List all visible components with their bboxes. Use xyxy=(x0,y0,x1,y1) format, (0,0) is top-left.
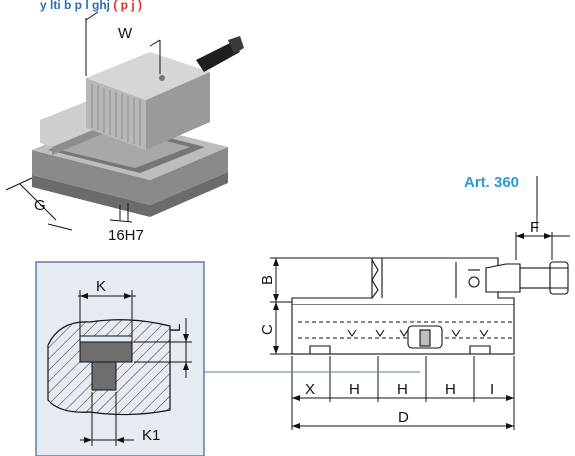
side-screw xyxy=(485,263,521,293)
label-h1: H xyxy=(349,381,360,398)
vise-jaw-block-top xyxy=(86,52,210,100)
label-k1: K1 xyxy=(142,427,160,444)
vise-jaw-block-right xyxy=(146,72,210,150)
side-bores xyxy=(347,329,489,337)
side-screw-knob xyxy=(549,261,569,295)
vise-screw-handle xyxy=(196,42,240,72)
vise-photo xyxy=(32,36,244,217)
vise-base-bottom xyxy=(32,172,228,217)
vise-serrations xyxy=(91,84,141,146)
vise-base-top xyxy=(32,147,228,205)
label-b: B xyxy=(259,275,276,285)
label-x: X xyxy=(305,381,315,398)
label-16h7: 16H7 xyxy=(108,227,144,244)
photo-dimensions xyxy=(5,11,161,231)
side-view xyxy=(291,257,569,355)
detail-slot-head xyxy=(79,341,133,363)
side-jaw-serration xyxy=(371,259,379,299)
label-c: C xyxy=(259,324,276,335)
side-arrows xyxy=(273,233,552,429)
vise-top-screw xyxy=(159,75,165,81)
label-i: I xyxy=(490,381,494,398)
caption-accent: ( p j ) xyxy=(113,0,142,12)
label-d: D xyxy=(398,409,409,426)
label-w: W xyxy=(118,25,133,42)
caption-main: y lti b p l ghj xyxy=(40,0,113,12)
vise-screw-handle-end xyxy=(228,36,244,54)
caption-text: y lti b p l ghj ( p j ) xyxy=(40,0,142,12)
label-k: K xyxy=(96,278,106,295)
detail-slot-stem xyxy=(91,361,117,391)
label-g: G xyxy=(34,197,46,214)
article-label: Art. 360 xyxy=(464,174,519,191)
side-upper-body xyxy=(291,257,515,304)
label-h2: H xyxy=(397,381,408,398)
label-f: F xyxy=(530,219,539,236)
detail-box: K K1 L xyxy=(35,261,205,456)
side-dimensions xyxy=(270,232,570,430)
label-l: L xyxy=(167,324,184,332)
label-h3: H xyxy=(445,381,456,398)
